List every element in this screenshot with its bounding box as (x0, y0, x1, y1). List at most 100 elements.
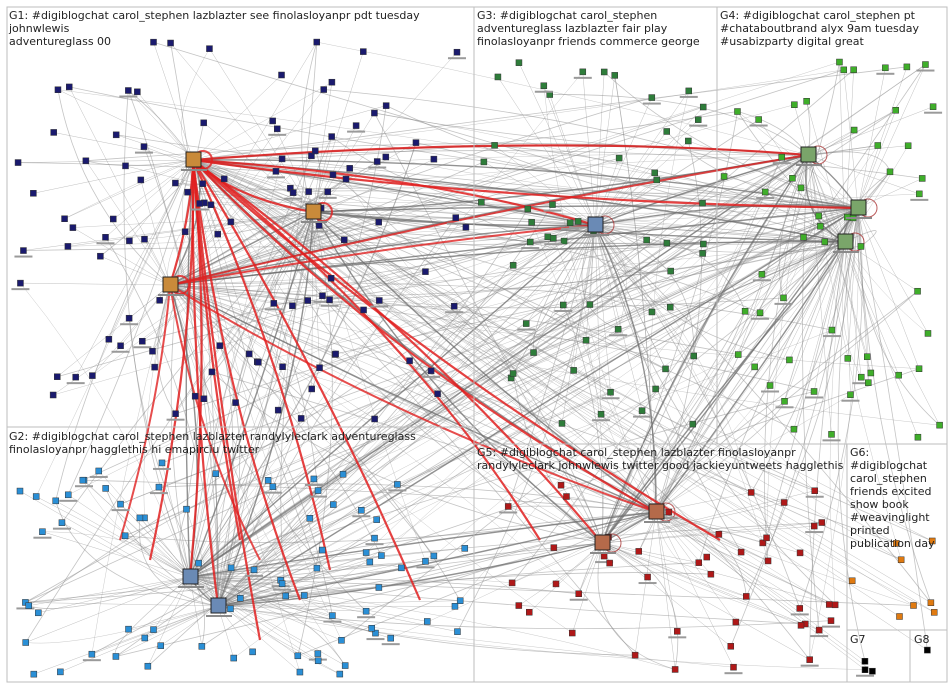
node-g3 (560, 302, 566, 308)
node-caption (323, 621, 341, 623)
node-caption (544, 243, 562, 245)
node-g1 (134, 89, 140, 95)
node-g3 (654, 177, 660, 183)
edge (60, 606, 218, 672)
node-g2 (457, 598, 463, 604)
node-g1 (118, 343, 124, 349)
node-g1 (361, 307, 367, 313)
node-g4 (811, 388, 817, 394)
node-g1 (372, 416, 378, 422)
node-g1 (201, 120, 207, 126)
node-caption (112, 509, 130, 511)
group-label-g1: G1: #digiblogchat carol_stephen lazblazt… (9, 9, 469, 48)
node-g5 (516, 603, 522, 609)
node-g5 (716, 531, 722, 537)
node-caption (680, 96, 698, 98)
node-g2 (307, 515, 313, 521)
node-g2 (398, 565, 404, 571)
node-g2 (338, 637, 344, 643)
node-g2 (126, 626, 132, 632)
hub-caption (846, 217, 872, 219)
node-g5 (797, 550, 803, 556)
node-g3 (616, 155, 622, 161)
node-g2 (340, 471, 346, 477)
node-caption (806, 496, 824, 498)
node-g3 (668, 268, 674, 274)
node-g1 (54, 374, 60, 380)
node-g3 (545, 234, 551, 240)
node-g2 (372, 535, 378, 541)
node-g4 (922, 62, 928, 68)
node-g1 (316, 222, 322, 228)
node-g1 (321, 87, 327, 93)
node-g4 (789, 175, 795, 181)
node-g1 (149, 348, 155, 354)
node-g3 (561, 238, 567, 244)
node-g5 (797, 605, 803, 611)
node-g2 (363, 550, 369, 556)
node-caption (133, 346, 151, 348)
node-caption (924, 112, 942, 114)
node-g1 (157, 297, 163, 303)
node-caption (14, 256, 32, 258)
hub-caption (590, 552, 616, 554)
node-caption (357, 616, 375, 618)
node-g4 (930, 104, 936, 110)
node-caption (689, 125, 707, 127)
node-g4 (756, 117, 762, 123)
node-g2 (159, 460, 165, 466)
node-g6 (898, 557, 904, 563)
node-caption (609, 334, 627, 336)
node-g3 (664, 240, 670, 246)
node-g3 (541, 83, 547, 89)
node-g4 (822, 239, 828, 245)
node-g1 (201, 396, 207, 402)
node-g4 (762, 189, 768, 195)
edge (218, 606, 234, 658)
hub-g2a (211, 598, 226, 613)
node-g1 (273, 168, 279, 174)
node-caption (570, 599, 588, 601)
node-g3 (492, 142, 498, 148)
node-g2 (270, 484, 276, 490)
node-g3 (495, 74, 501, 80)
node-g2 (89, 651, 95, 657)
node-g2 (452, 603, 458, 609)
node-caption (368, 167, 386, 169)
node-g1 (126, 315, 132, 321)
hub-laz (163, 277, 178, 292)
node-g1 (319, 293, 325, 299)
node-g2 (342, 663, 348, 669)
node-g2 (39, 529, 45, 535)
node-g5 (832, 602, 838, 608)
node-g2 (59, 520, 65, 526)
node-g1 (327, 297, 333, 303)
node-g5 (607, 560, 613, 566)
node-g2 (301, 592, 307, 598)
node-g2 (228, 565, 234, 571)
node-g2 (142, 635, 148, 641)
node-g2 (295, 653, 301, 659)
node-caption (668, 636, 686, 638)
panel-g1 (7, 7, 474, 427)
edge (34, 606, 218, 674)
node-g5 (819, 520, 825, 526)
node-g5 (765, 558, 771, 564)
node-g3 (652, 170, 658, 176)
node-caption (499, 511, 517, 513)
node-g4 (780, 295, 786, 301)
node-g2 (424, 618, 430, 624)
node-caption (554, 310, 572, 312)
node-g5 (636, 548, 642, 554)
node-g1 (55, 87, 61, 93)
node-g2 (315, 658, 321, 664)
node-caption (574, 77, 592, 79)
hub-g3 (588, 217, 603, 232)
node-g1 (413, 140, 419, 146)
node-g4 (915, 288, 921, 294)
node-g1 (428, 368, 434, 374)
node-caption (592, 419, 610, 421)
node-g3 (695, 117, 701, 123)
node-caption (273, 589, 291, 591)
node-g1 (89, 373, 95, 379)
